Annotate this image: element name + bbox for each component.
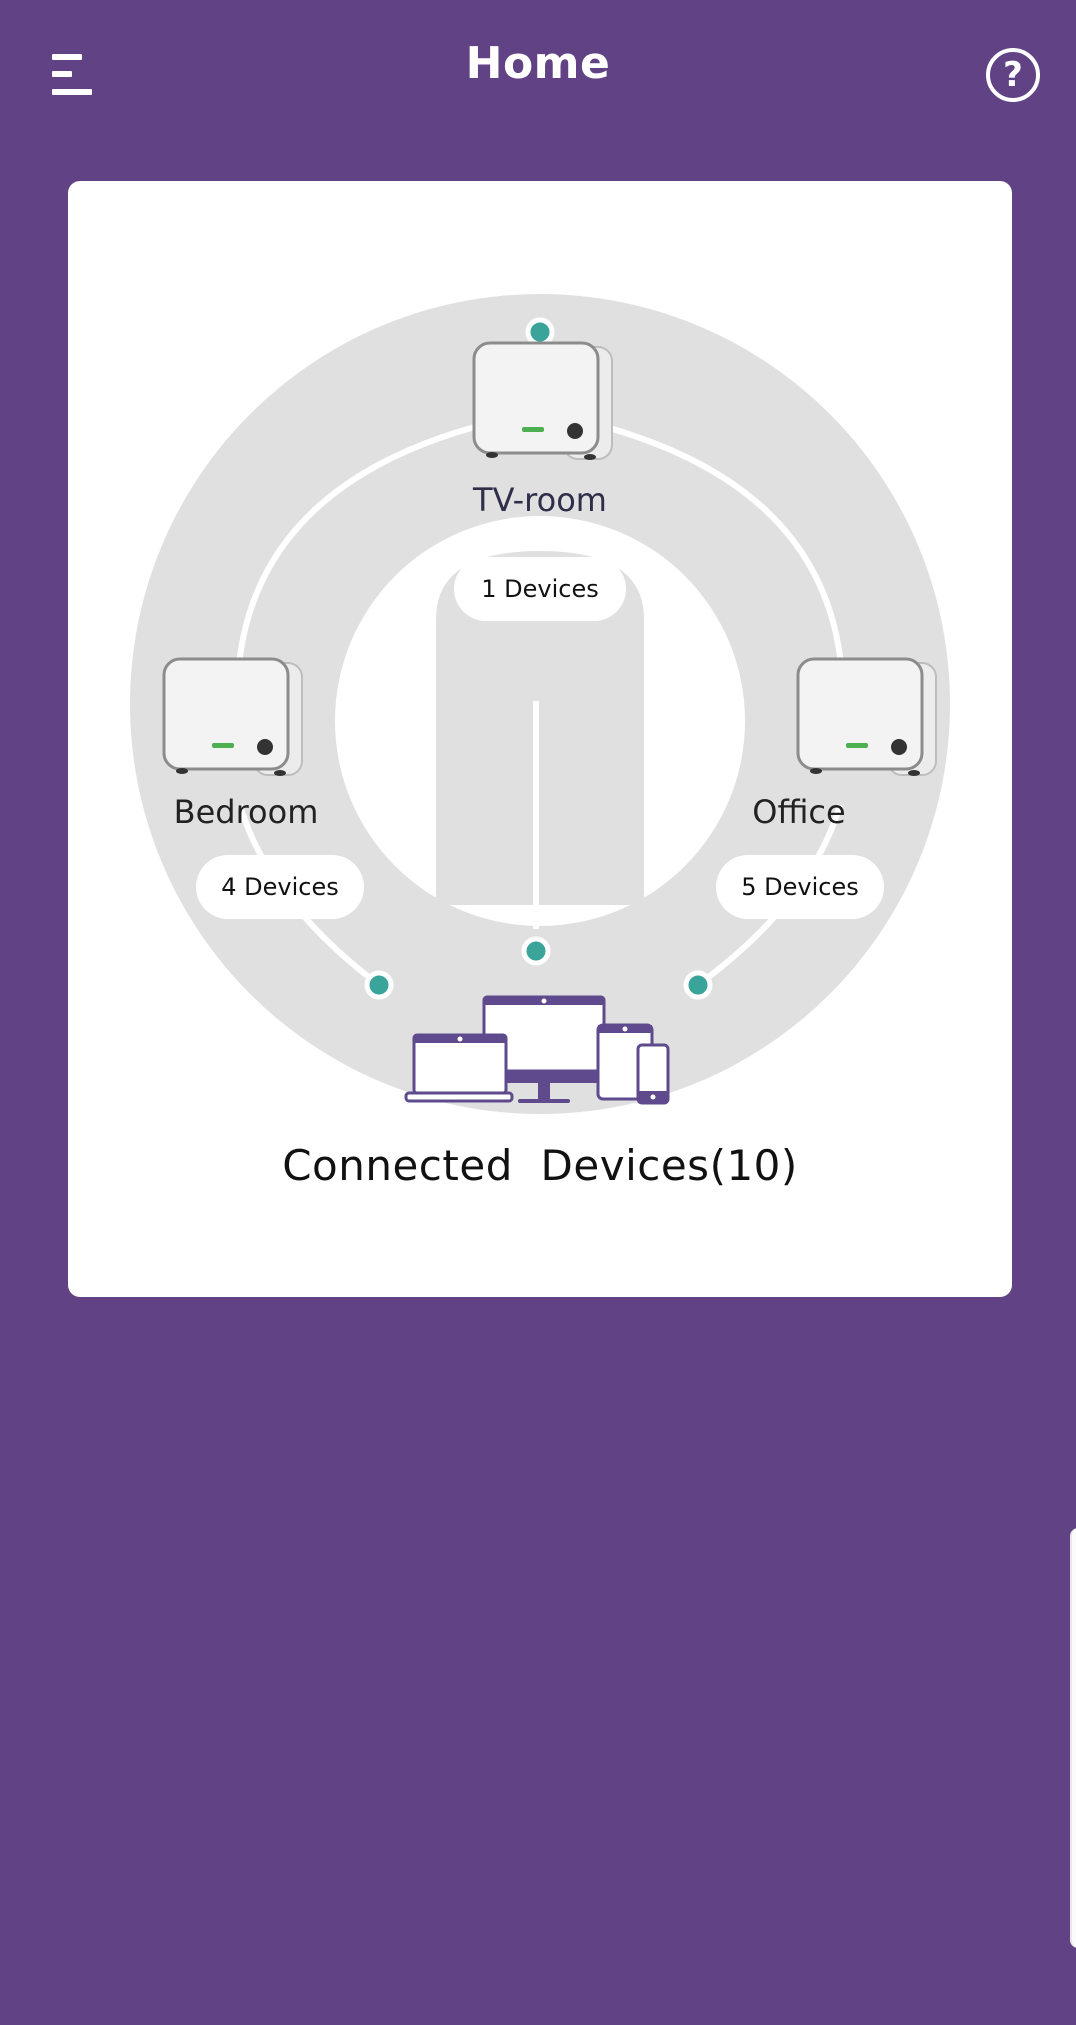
office-router-icon	[796, 657, 937, 776]
scrollbar-edge	[1070, 1528, 1076, 1948]
help-button[interactable]: ?	[986, 48, 1040, 102]
app-header: Home ?	[0, 0, 1076, 140]
tv-room-link-dot	[525, 317, 555, 347]
help-icon: ?	[1003, 55, 1023, 95]
bedroom-link-dot	[364, 970, 394, 1000]
connected-devices-icon	[404, 995, 670, 1105]
tv-room-router-icon	[472, 341, 613, 460]
network-card: TV-room 1 Devices Bedroom 4 Devices Offi…	[68, 181, 1012, 1297]
menu-icon	[52, 54, 82, 60]
menu-button[interactable]	[52, 50, 96, 98]
office-label: Office	[752, 793, 846, 831]
center-link-dot	[521, 936, 551, 966]
office-devices-pill[interactable]: 5 Devices	[716, 855, 884, 919]
connected-devices-title[interactable]: Connected Devices(10)	[282, 1141, 798, 1190]
center-column	[436, 551, 644, 905]
bedroom-router-icon	[162, 657, 303, 776]
tv-room-devices-pill[interactable]: 1 Devices	[454, 557, 626, 621]
tv-room-label: TV-room	[473, 481, 607, 519]
network-topology	[130, 294, 950, 1114]
link-arc-tv-bedroom	[235, 409, 541, 676]
bedroom-devices-pill[interactable]: 4 Devices	[196, 855, 364, 919]
office-link-dot	[683, 970, 713, 1000]
menu-icon-bar-bottom	[52, 89, 92, 95]
bedroom-label: Bedroom	[173, 793, 319, 831]
menu-icon-bar	[52, 71, 72, 77]
page-title: Home	[465, 38, 611, 89]
